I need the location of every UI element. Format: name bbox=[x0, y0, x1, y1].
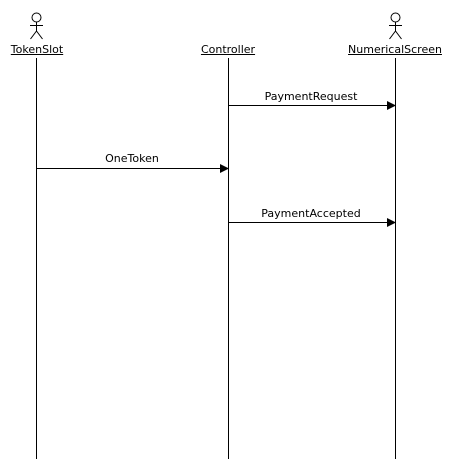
arrowhead-icon bbox=[220, 164, 229, 173]
message-label-onetoken: OneToken bbox=[105, 152, 159, 165]
message-label-paymentrequest: PaymentRequest bbox=[264, 90, 358, 103]
arrowhead-icon bbox=[387, 218, 396, 227]
actor-icon-tokenslot bbox=[30, 12, 43, 40]
message-label-paymentaccepted: PaymentAccepted bbox=[261, 207, 361, 220]
participant-label-numericalscreen: NumericalScreen bbox=[348, 43, 442, 56]
arrowhead-icon bbox=[387, 101, 396, 110]
participant-label-controller: Controller bbox=[200, 43, 256, 56]
participant-label-tokenslot: TokenSlot bbox=[10, 43, 64, 56]
actor-icon-numericalscreen bbox=[389, 12, 402, 40]
